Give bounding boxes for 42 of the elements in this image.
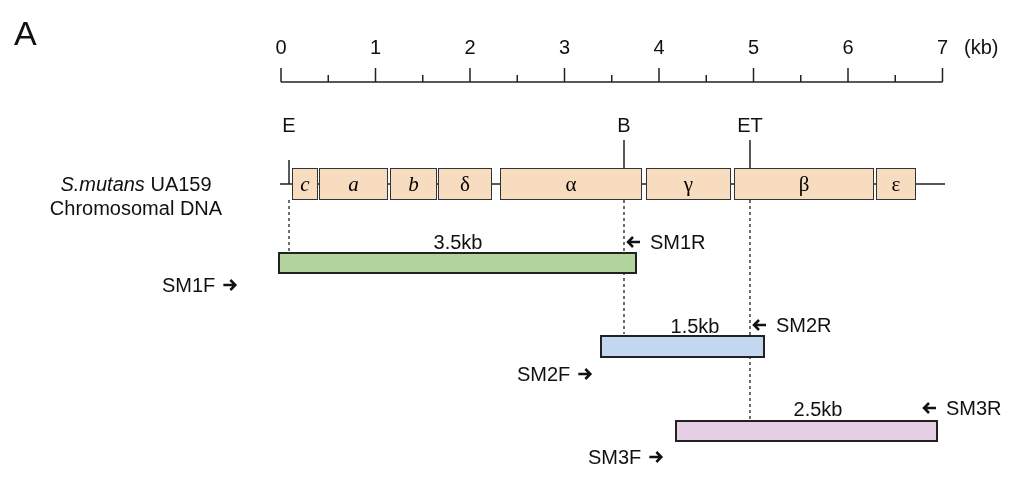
fragment-length: 3.5kb: [433, 231, 483, 253]
tick-label: 1: [369, 36, 382, 58]
gene-label: a: [348, 171, 359, 197]
fragment-length: 2.5kb: [793, 398, 843, 420]
gene-label: α: [565, 171, 577, 197]
gene-box: [876, 168, 916, 200]
gene-label: δ: [460, 171, 470, 197]
tick-label: 3: [558, 36, 571, 58]
tick-label: 7: [936, 36, 949, 58]
pcr-fragment-bar: [600, 335, 765, 358]
gene-box: [500, 168, 642, 200]
gene-box: [734, 168, 874, 200]
primer-label: SM3R: [946, 397, 1002, 419]
tick-label: 4: [653, 36, 665, 58]
gene-box: [319, 168, 388, 200]
pcr-fragment-bar: [278, 252, 637, 274]
primer-label: SM3F: [588, 446, 642, 468]
fragment-length: 1.5kb: [670, 315, 720, 337]
gene-label: b: [408, 171, 419, 197]
tick-label: 2: [464, 36, 476, 58]
gene-label: ε: [891, 171, 901, 197]
gene-box: [438, 168, 492, 200]
site-label: ET: [737, 114, 763, 136]
tick-label: 5: [747, 36, 760, 58]
gene-label: c: [300, 171, 310, 197]
gene-label: β: [798, 171, 810, 197]
panel-letter: A: [14, 14, 37, 52]
gene-box: [292, 168, 318, 200]
tick-label: 6: [842, 36, 854, 58]
gene-box: [390, 168, 437, 200]
site-label: B: [617, 114, 631, 136]
primer-label: SM1R: [650, 231, 706, 253]
site-label: E: [282, 114, 296, 136]
gene-box: [646, 168, 731, 200]
tick-label: 0: [275, 36, 287, 58]
strain-label: S.mutans UA159 Chromosomal DNA: [48, 172, 224, 220]
unit-label: (kb): [964, 36, 999, 58]
pcr-fragment-bar: [675, 420, 938, 442]
primer-label: SM2R: [776, 314, 832, 336]
primer-label: SM2F: [517, 363, 571, 385]
primer-label: SM1F: [162, 274, 216, 296]
gene-label: γ: [683, 171, 694, 197]
